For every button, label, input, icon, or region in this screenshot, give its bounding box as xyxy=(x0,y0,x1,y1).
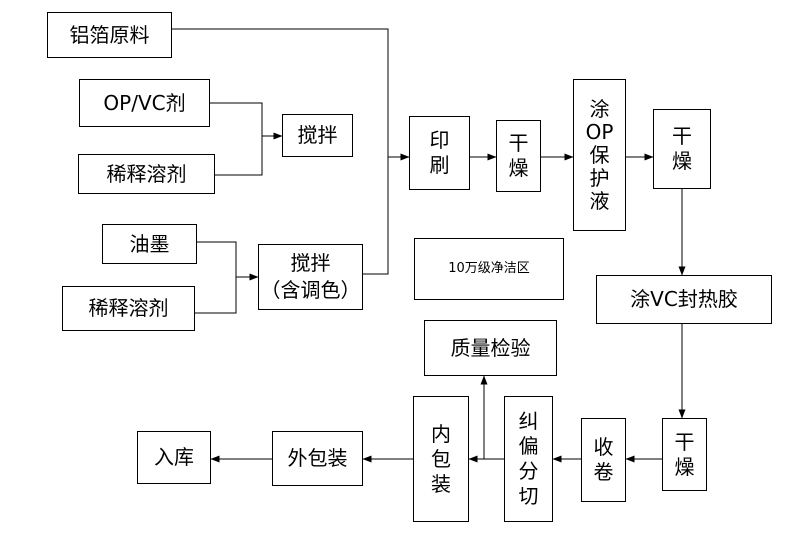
clean-zone-label: 10万级净洁区 xyxy=(414,238,564,300)
node-inner-pack: 内包装 xyxy=(413,396,469,522)
node-mix-1: 搅拌 xyxy=(282,114,353,157)
connector-ink-to-mix xyxy=(197,241,237,278)
node-op-vc-agent: OP/VC剂 xyxy=(79,79,210,127)
node-dry-2: 干燥 xyxy=(653,109,711,189)
node-quality-check: 质量检验 xyxy=(424,320,557,376)
node-aluminum-foil: 铝箔原料 xyxy=(47,12,172,58)
node-rewind: 收卷 xyxy=(581,418,626,502)
node-coat-vc: 涂VC封热胶 xyxy=(596,275,772,324)
connector-foil-to-bus xyxy=(172,28,389,275)
connector-diluent-to-mix xyxy=(215,138,263,176)
node-dry-3: 干燥 xyxy=(662,418,707,491)
node-outer-pack: 外包装 xyxy=(272,431,363,486)
node-mix-2: 搅拌 （含调色） xyxy=(258,244,363,310)
node-ink: 油墨 xyxy=(102,224,197,264)
connector-diluent2-to-mix xyxy=(195,278,237,314)
node-slit: 纠偏分切 xyxy=(504,396,553,522)
connector-op-vc-to-mix xyxy=(210,102,263,138)
node-diluent-2: 稀释溶剂 xyxy=(62,286,195,331)
node-dry-1: 干燥 xyxy=(496,120,541,192)
node-print: 印刷 xyxy=(409,116,470,190)
node-coat-op: 涂OP保护液 xyxy=(573,79,626,231)
node-warehouse: 入库 xyxy=(137,431,211,484)
node-diluent-1: 稀释溶剂 xyxy=(78,154,215,194)
